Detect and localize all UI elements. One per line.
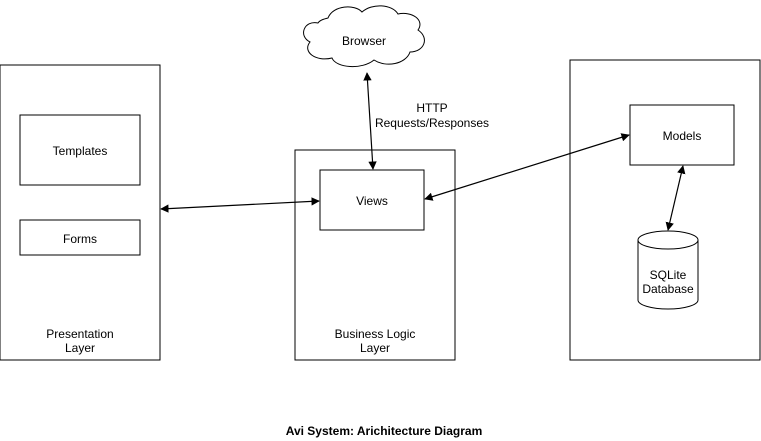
forms-label: Forms — [63, 232, 97, 246]
browser-cloud-icon — [303, 5, 425, 67]
http-label-line1: HTTP — [416, 101, 447, 115]
browser-views-connector — [363, 72, 377, 170]
database-cylinder-body — [637, 240, 699, 310]
presentation-layer-container — [0, 64, 161, 361]
browser-label: Browser — [342, 34, 386, 48]
presentation-views-connector — [160, 197, 320, 213]
models-label: Models — [663, 129, 702, 143]
templates-box — [19, 114, 141, 186]
models-database-connector — [665, 165, 686, 231]
database-label-line2: Database — [642, 282, 694, 296]
views-box — [319, 169, 425, 231]
database-cylinder-icon — [637, 230, 699, 310]
presentation-layer-label-line2: Layer — [65, 341, 95, 355]
business-logic-layer-label-line2: Layer — [360, 341, 390, 355]
business-logic-layer-label-line1: Business Logic — [335, 327, 416, 341]
forms-box — [19, 219, 141, 256]
presentation-layer-label-line1: Presentation — [46, 327, 113, 341]
templates-label: Templates — [53, 144, 108, 158]
http-label-line2: Requests/Responses — [375, 116, 489, 130]
database-label-line1: SQLite — [650, 268, 687, 282]
models-box — [629, 104, 735, 166]
diagram-title: Avi System: Arichitecture Diagram — [286, 424, 483, 438]
views-label: Views — [356, 194, 388, 208]
views-models-connector — [424, 133, 630, 201]
database-cylinder-top — [637, 230, 699, 250]
